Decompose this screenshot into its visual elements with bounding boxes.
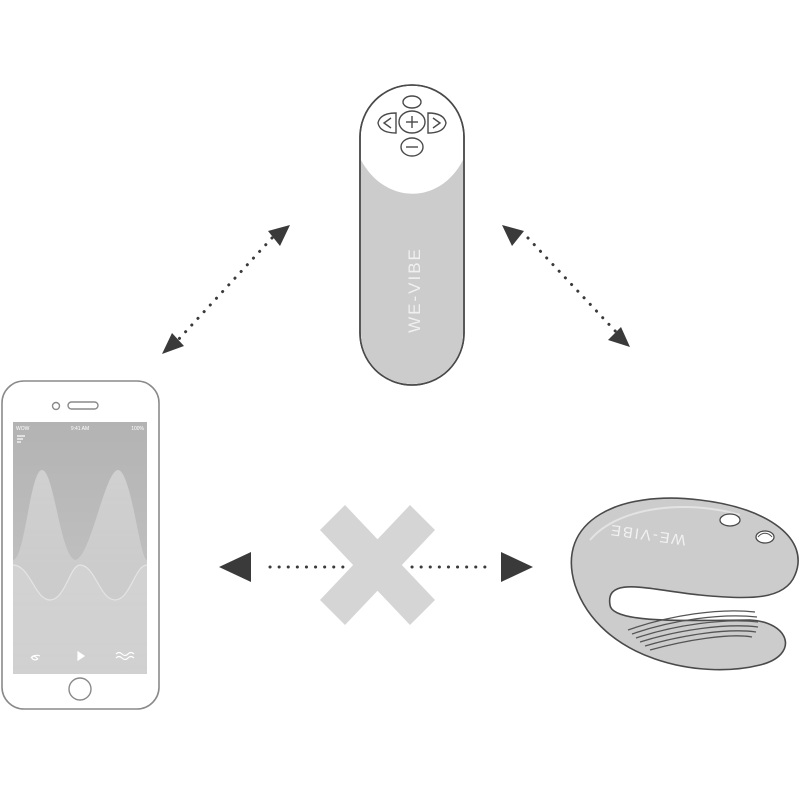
arrowhead-toward-phone	[162, 333, 184, 354]
connection-remote-wearable	[502, 225, 630, 347]
phone-screen: WOW 9:41 AM 100%	[13, 422, 147, 674]
arrowhead-toward-remote-right	[502, 225, 524, 246]
waveform-lower	[13, 564, 147, 601]
waveform-upper	[13, 470, 147, 674]
remote-body-gray	[361, 160, 463, 384]
status-battery: 100%	[131, 426, 144, 432]
phone-home-button[interactable]	[68, 677, 92, 701]
plus-button[interactable]	[398, 110, 426, 134]
arrowhead-toward-wearable-upper	[608, 327, 630, 347]
remote-brand-logo: WE-VIBE	[405, 247, 424, 333]
blocked-x-icon	[320, 505, 435, 625]
left-arrow-button[interactable]	[377, 112, 397, 134]
wearable-mode-button[interactable]	[755, 530, 775, 544]
connection-remote-phone	[162, 225, 290, 354]
status-carrier: WOW	[16, 426, 30, 432]
remote-brand-text: WE-VIBE	[405, 247, 424, 333]
remote-control: WE-VIBE	[359, 84, 465, 386]
arrowhead-toward-phone-left	[219, 552, 251, 582]
remote-buttons	[377, 95, 447, 157]
minus-button[interactable]	[400, 137, 424, 157]
menu-icon[interactable]	[17, 435, 25, 443]
arrowhead-toward-remote-left	[268, 225, 290, 246]
device-icon[interactable]	[30, 654, 41, 661]
power-button[interactable]	[402, 95, 422, 109]
wearable-power-button[interactable]	[719, 513, 741, 527]
arrowhead-toward-wearable-right	[501, 552, 533, 582]
right-arrow-button[interactable]	[427, 112, 447, 134]
phone-status-bar: WOW 9:41 AM 100%	[16, 426, 145, 432]
phone-speaker	[67, 401, 99, 410]
phone-camera	[51, 401, 61, 411]
connection-phone-wearable-blocked	[219, 505, 533, 625]
wearable-device: WE-VIBE	[570, 497, 799, 671]
status-time: 9:41 AM	[71, 426, 89, 432]
smartphone: WOW 9:41 AM 100%	[1, 380, 160, 710]
wave-icon[interactable]	[115, 651, 135, 661]
wearable-texture-ridges	[627, 610, 759, 651]
play-icon[interactable]	[77, 650, 86, 662]
wearable-body	[570, 497, 799, 671]
phone-bottom-nav	[30, 650, 135, 662]
